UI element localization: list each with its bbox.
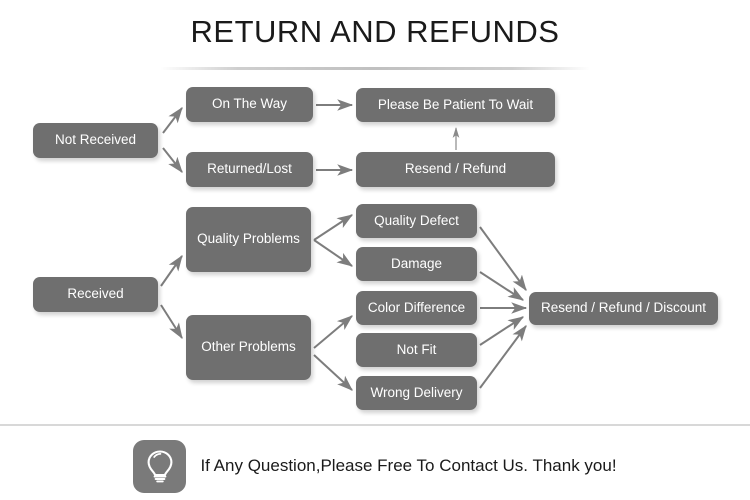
node-wrong-delivery[interactable]: Wrong Delivery [356,376,477,410]
footer-divider [0,424,750,426]
arrow-quality-problems-to-damage [313,239,353,267]
arrow-not-fit-to-outcome [479,316,525,346]
footer-text: If Any Question,Please Free To Contact U… [200,456,617,475]
node-please-be-patient-to-wait[interactable]: Please Be Patient To Wait [356,88,555,122]
node-not-received[interactable]: Not Received [33,123,158,158]
arrow-received-to-quality-problems [160,255,183,287]
node-received[interactable]: Received [33,277,158,312]
arrow-received-to-other-problems [160,304,183,340]
arrow-other-problems-to-color-difference [313,315,353,349]
arrow-other-problems-to-wrong-delivery [313,354,353,391]
node-returned-lost[interactable]: Returned/Lost [186,152,313,187]
node-damage[interactable]: Damage [356,247,477,281]
arrow-quality-problems-to-quality-defect [313,214,354,241]
node-on-the-way[interactable]: On The Way [186,87,313,122]
node-quality-defect[interactable]: Quality Defect [356,204,477,238]
arrow-not-received-to-returned-lost [162,147,183,173]
footer: If Any Question,Please Free To Contact U… [0,436,750,496]
arrow-quality-defect-to-outcome [479,226,527,291]
title-divider [160,67,590,70]
arrow-damage-to-outcome [479,271,525,301]
node-color-difference[interactable]: Color Difference [356,291,477,325]
node-quality-problems[interactable]: Quality Problems [186,207,311,272]
lightbulb-icon [133,439,187,493]
node-resend-refund-discount[interactable]: Resend / Refund / Discount [529,292,718,325]
node-other-problems[interactable]: Other Problems [186,315,311,380]
page-title: RETURN AND REFUNDS [190,14,560,49]
node-resend-refund[interactable]: Resend / Refund [356,152,555,187]
node-not-fit[interactable]: Not Fit [356,333,477,367]
arrow-not-received-to-on-the-way [162,107,183,134]
arrow-wrong-delivery-to-outcome [479,325,527,389]
